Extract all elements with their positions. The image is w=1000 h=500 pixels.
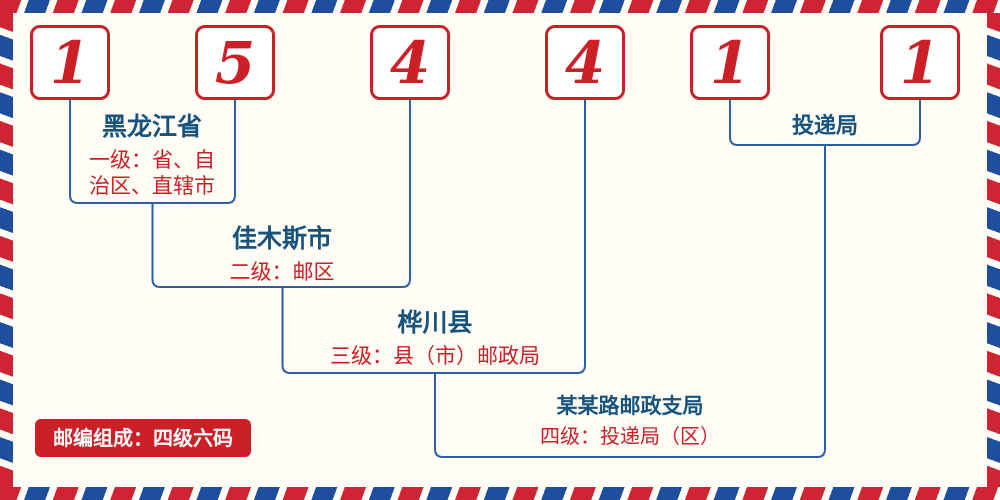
bracket-delivery	[729, 100, 921, 146]
digit-4: 4	[564, 28, 606, 97]
level2-label: 佳木斯市 二级：邮区	[230, 224, 335, 285]
digit-box-3: 4	[370, 25, 450, 100]
level1-desc: 一级：省、自治区、直辖市	[89, 148, 215, 199]
bracket-level2	[151, 100, 411, 288]
digit-box-6: 1	[880, 25, 960, 100]
postal-code-composition-badge: 邮编组成：四级六码	[35, 419, 251, 457]
airmail-border-right	[987, 13, 1000, 487]
level4-name: 某某路邮政支局	[556, 394, 704, 418]
level3-desc: 三级：县（市）邮政局	[330, 344, 540, 368]
level4-label: 某某路邮政支局 四级：投递局（区）	[540, 394, 720, 449]
airmail-border-left	[0, 13, 13, 487]
digit-1: 1	[49, 28, 91, 97]
digit-box-5: 1	[690, 25, 770, 100]
digit-3: 4	[389, 28, 431, 97]
level1-name: 黑龙江省	[101, 112, 202, 141]
level2-name: 佳木斯市	[231, 224, 332, 253]
level2-desc: 二级：邮区	[229, 260, 335, 284]
level4-desc: 四级：投递局（区）	[540, 424, 720, 449]
digit-box-4: 4	[545, 25, 625, 100]
bracket-level3	[281, 100, 586, 374]
digit-6: 1	[899, 28, 941, 97]
airmail-border-bottom	[0, 487, 1000, 500]
level1-label: 黑龙江省 一级：省、自治区、直辖市	[84, 112, 220, 200]
digit-5: 1	[709, 28, 751, 97]
digit-2: 5	[214, 28, 256, 97]
delivery-office-label: 投递局	[791, 114, 859, 139]
level3-name: 桦川县	[397, 308, 473, 337]
digit-box-1: 1	[30, 25, 110, 100]
digit-box-2: 5	[195, 25, 275, 100]
airmail-border-top	[0, 0, 1000, 13]
level3-label: 桦川县 三级：县（市）邮政局	[330, 308, 540, 369]
bracket-level4	[434, 145, 826, 458]
